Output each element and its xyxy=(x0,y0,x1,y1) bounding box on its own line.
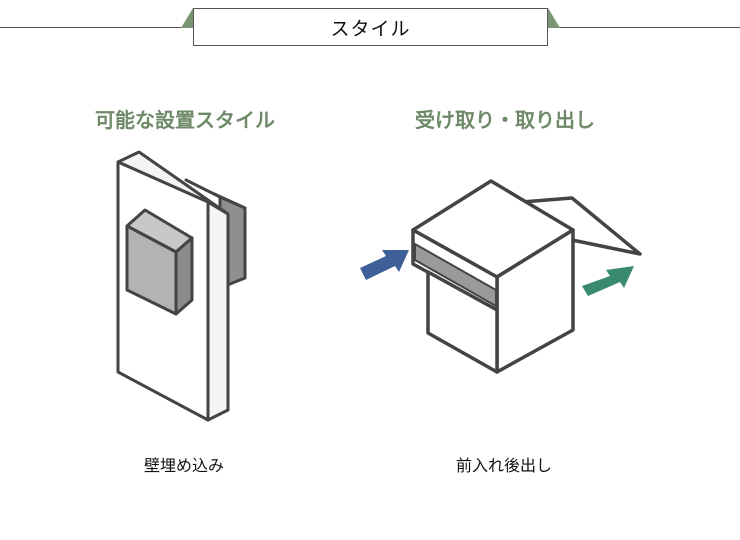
page-title: スタイル xyxy=(330,17,411,40)
access-caption: 前入れ後出し xyxy=(455,456,552,475)
mailbox-box-side xyxy=(174,236,194,316)
panel-side xyxy=(206,200,230,422)
installation-heading: 可能な設置スタイル xyxy=(95,108,275,132)
header-tab-shadow-right xyxy=(548,8,560,28)
mail-slot xyxy=(414,243,497,307)
wall-mount-illustration xyxy=(116,150,247,422)
box-front-lower xyxy=(426,270,499,374)
access-heading: 受け取り・取り出し xyxy=(415,108,595,132)
installation-caption: 壁埋め込み xyxy=(143,456,224,475)
retrieve-arrow-icon xyxy=(582,266,634,296)
header-tab-shadow-left xyxy=(181,8,193,28)
front-in-back-out-illustration xyxy=(411,179,642,374)
insert-arrow-icon xyxy=(360,250,409,280)
header-box: スタイル xyxy=(193,8,548,46)
